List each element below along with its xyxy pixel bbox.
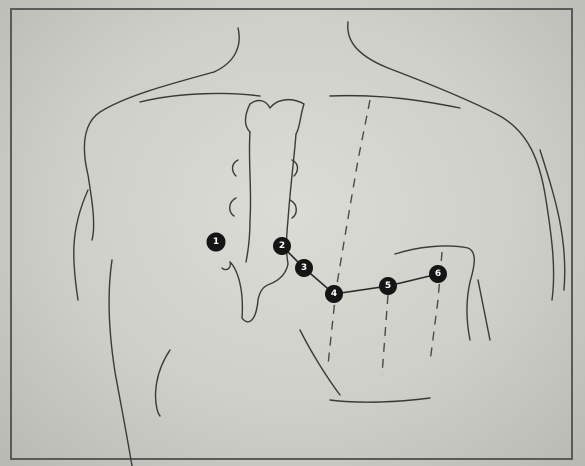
lower-center-curve	[300, 330, 340, 395]
foramen-left-2	[230, 198, 236, 216]
marker-4-label: 4	[331, 289, 337, 299]
marker-5: 5	[379, 277, 397, 295]
dashed-line-2	[382, 295, 388, 375]
marker-5-label: 5	[385, 281, 391, 291]
sacrum-left-edge	[246, 132, 251, 262]
marker-1-label: 1	[213, 237, 219, 247]
marker-1: 1	[207, 233, 225, 251]
foramen-left-1	[233, 160, 239, 176]
sacrum-structure	[222, 100, 304, 322]
coccyx-outline	[230, 262, 288, 322]
marker-6-label: 6	[435, 269, 441, 279]
marker-3-label: 3	[301, 263, 307, 273]
neck-left-line	[214, 28, 239, 72]
marker-2-label: 2	[279, 241, 285, 251]
left-arm-outer-line	[74, 190, 88, 300]
right-flank-line	[478, 280, 490, 340]
left-upper-back-contour	[140, 94, 260, 102]
lower-left-curve	[156, 350, 170, 416]
marker-4: 4	[325, 285, 343, 303]
marker-2: 2	[273, 237, 291, 255]
torso-outline	[74, 22, 565, 466]
sacrum-upper-left	[246, 104, 251, 132]
foramen-right-2	[290, 200, 296, 218]
marker-6: 6	[429, 265, 447, 283]
right-scapula-outline	[395, 246, 474, 340]
left-shoulder-line	[84, 72, 214, 240]
reference-lines	[328, 100, 442, 375]
left-flank-line	[109, 260, 132, 466]
right-upper-back-contour	[330, 96, 460, 108]
dashed-line-1	[328, 100, 370, 365]
right-shoulder-line	[388, 68, 554, 300]
neck-right-line	[348, 22, 388, 68]
sacrum-left-wing	[222, 262, 230, 270]
sacrum-top	[250, 100, 304, 134]
right-arm-outer-line	[540, 150, 565, 290]
marker-3: 3	[295, 259, 313, 277]
lower-back-contour	[330, 398, 430, 402]
